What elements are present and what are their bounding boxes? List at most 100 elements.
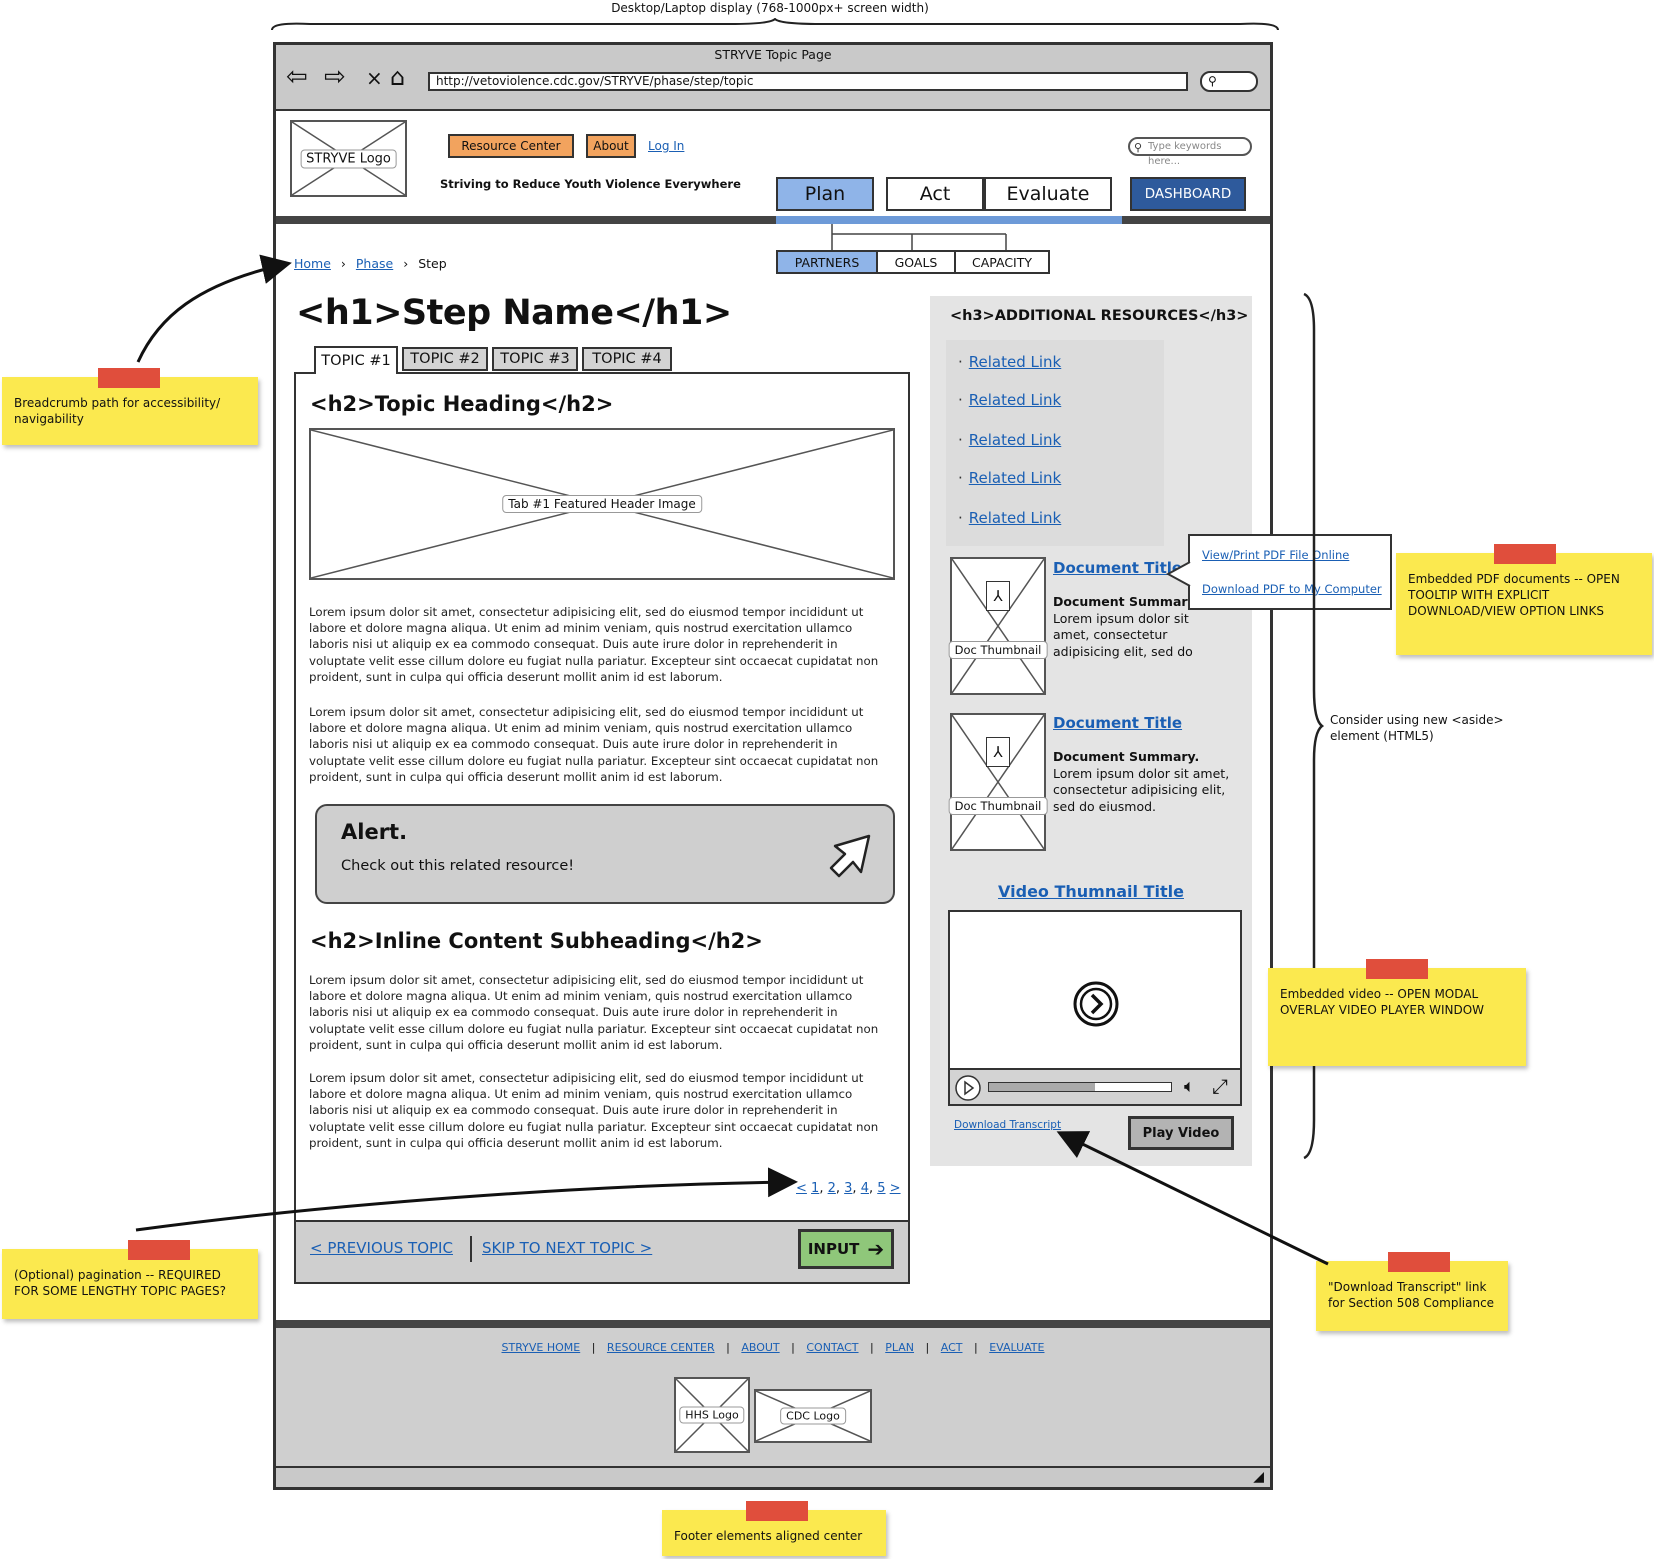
doc-thumbnail-label: Doc Thumbnail bbox=[948, 797, 1048, 816]
nav-dashboard[interactable]: DASHBOARD bbox=[1130, 177, 1246, 211]
pagination-page[interactable]: 1 bbox=[811, 1181, 820, 1196]
download-transcript-link[interactable]: Download Transcript bbox=[954, 1119, 1062, 1131]
stop-icon[interactable]: × bbox=[366, 66, 383, 90]
download-pdf-link[interactable]: Download PDF to My Computer bbox=[1202, 582, 1382, 596]
tab-topic-3[interactable]: TOPIC #3 bbox=[492, 347, 578, 371]
related-link-item[interactable]: ·Related Link bbox=[958, 353, 1062, 371]
document-title-link[interactable]: Document Title bbox=[1053, 559, 1183, 577]
breadcrumb-arrow bbox=[136, 254, 292, 363]
play-icon[interactable] bbox=[954, 1074, 982, 1102]
footer-divider: | bbox=[726, 1341, 730, 1354]
related-link-item[interactable]: ·Related Link bbox=[958, 431, 1062, 449]
footer-link-act[interactable]: ACT bbox=[940, 1341, 963, 1354]
arrow-right-icon: ➔ bbox=[867, 1237, 885, 1261]
login-link[interactable]: Log In bbox=[648, 139, 685, 153]
pagination-prev[interactable]: < bbox=[796, 1181, 807, 1196]
breadcrumb: Home › Phase › Step bbox=[294, 256, 447, 271]
featured-header-image-label: Tab #1 Featured Header Image bbox=[502, 495, 702, 513]
related-link[interactable]: Related Link bbox=[968, 431, 1062, 449]
back-arrow-icon[interactable]: ⇦ bbox=[286, 62, 308, 92]
breadcrumb-current: Step bbox=[418, 256, 447, 271]
alert-box[interactable]: Alert. Check out this related resource! bbox=[315, 804, 895, 904]
footer-link-plan[interactable]: PLAN bbox=[885, 1341, 915, 1354]
footer-divider: | bbox=[591, 1341, 596, 1354]
subnav-partners[interactable]: PARTNERS bbox=[776, 250, 878, 274]
nav-act[interactable]: Act bbox=[886, 177, 984, 211]
tape bbox=[128, 1240, 190, 1260]
footer-link-home[interactable]: STRYVE HOME bbox=[501, 1341, 581, 1354]
url-bar[interactable]: http://vetoviolence.cdc.gov/STRYVE/phase… bbox=[428, 72, 1188, 91]
volume-icon[interactable]: 🔈︎ bbox=[1184, 1076, 1195, 1097]
footer-link-contact[interactable]: CONTACT bbox=[806, 1341, 859, 1354]
featured-header-image: Tab #1 Featured Header Image bbox=[309, 428, 895, 580]
breadcrumb-separator-icon: › bbox=[340, 256, 346, 271]
paragraph: Lorem ipsum dolor sit amet, consectetur … bbox=[309, 705, 879, 784]
related-links-box bbox=[946, 340, 1164, 546]
doc-thumbnail[interactable]: ⅄ Doc Thumbnail bbox=[948, 713, 1048, 851]
cursor-arrow-icon bbox=[829, 834, 871, 878]
footer-divider: | bbox=[870, 1341, 874, 1354]
related-link-item[interactable]: ·Related Link bbox=[958, 391, 1062, 409]
footer-link-evaluate[interactable]: EVALUATE bbox=[989, 1341, 1045, 1354]
resource-center-button[interactable]: Resource Center bbox=[448, 134, 574, 158]
tape bbox=[1388, 1252, 1450, 1272]
subnav-capacity[interactable]: CAPACITY bbox=[954, 250, 1050, 274]
resize-grip-icon[interactable]: ◢ bbox=[1253, 1469, 1264, 1485]
related-link-item[interactable]: ·Related Link bbox=[958, 509, 1062, 527]
subnav-connectors bbox=[831, 224, 1007, 250]
footer-link-about[interactable]: ABOUT bbox=[741, 1341, 780, 1354]
about-button[interactable]: About bbox=[586, 134, 636, 158]
transcript-note-text: "Download Transcript" link for Section 5… bbox=[1328, 1280, 1495, 1310]
breadcrumb-home[interactable]: Home bbox=[294, 256, 331, 271]
play-video-button[interactable]: Play Video bbox=[1128, 1116, 1234, 1150]
input-button-label: INPUT bbox=[807, 1240, 860, 1258]
footer-link-resource-center[interactable]: RESOURCE CENTER bbox=[606, 1341, 715, 1354]
video-controls: 🔈︎ ⤢ bbox=[950, 1068, 1240, 1104]
pagination-page[interactable]: 2 bbox=[827, 1181, 836, 1196]
nav-evaluate[interactable]: Evaluate bbox=[984, 177, 1112, 211]
subnav-goals[interactable]: GOALS bbox=[876, 250, 956, 274]
pdf-tooltip: View/Print PDF File Online Download PDF … bbox=[1188, 534, 1392, 610]
document-summary: Document Summary. Lorem ipsum dolor sit … bbox=[1053, 594, 1225, 662]
fullscreen-icon[interactable]: ⤢ bbox=[1212, 1074, 1228, 1098]
input-button[interactable]: INPUT ➔ bbox=[798, 1229, 894, 1269]
related-link[interactable]: Related Link bbox=[968, 353, 1062, 371]
breadcrumb-phase[interactable]: Phase bbox=[355, 256, 394, 271]
site-search-input[interactable]: ⚲ Type keywords here... bbox=[1128, 137, 1252, 167]
pagination: < 1, 2, 3, 4, 5 > bbox=[796, 1181, 901, 1196]
video-player[interactable]: 🔈︎ ⤢ bbox=[948, 910, 1242, 1106]
pagination-page[interactable]: 3 bbox=[844, 1181, 853, 1196]
tab-topic-4[interactable]: TOPIC #4 bbox=[582, 347, 672, 371]
nav-bar bbox=[276, 216, 1270, 224]
transcript-note: "Download Transcript" link for Section 5… bbox=[1316, 1252, 1508, 1331]
document-title-link[interactable]: Document Title bbox=[1053, 714, 1183, 732]
pagination-next[interactable]: > bbox=[889, 1181, 901, 1196]
browser-title: STRYVE Topic Page bbox=[714, 47, 832, 62]
aside-note: Consider using new <aside> element (HTML… bbox=[1330, 713, 1504, 743]
pagination-page[interactable]: 4 bbox=[860, 1181, 869, 1196]
view-pdf-link[interactable]: View/Print PDF File Online bbox=[1202, 548, 1350, 562]
previous-topic-link[interactable]: < PREVIOUS TOPIC bbox=[310, 1239, 453, 1257]
footer-note: Footer elements aligned center bbox=[662, 1501, 886, 1556]
home-icon[interactable]: ⌂ bbox=[390, 63, 406, 91]
video-title-link[interactable]: Video Thumnail Title bbox=[998, 882, 1184, 901]
tab-topic-2[interactable]: TOPIC #2 bbox=[402, 347, 488, 371]
related-link[interactable]: Related Link bbox=[968, 469, 1062, 487]
magnifier-icon: ⚲ bbox=[1208, 74, 1217, 88]
video-progress-track[interactable] bbox=[988, 1082, 1172, 1092]
next-topic-link[interactable]: SKIP TO NEXT TOPIC > bbox=[482, 1239, 653, 1257]
pagination-page[interactable]: 5 bbox=[877, 1181, 886, 1196]
related-link[interactable]: Related Link bbox=[968, 391, 1062, 409]
nav-plan[interactable]: Plan bbox=[776, 177, 874, 211]
browser-search-box[interactable]: ⚲ bbox=[1200, 71, 1258, 92]
footer-divider: | bbox=[791, 1341, 795, 1354]
tab-topic-1[interactable]: TOPIC #1 bbox=[314, 346, 398, 374]
related-link[interactable]: Related Link bbox=[968, 509, 1062, 527]
stryve-logo-label: STRYVE Logo bbox=[300, 149, 397, 168]
doc-thumbnail-label: Doc Thumbnail bbox=[948, 641, 1048, 660]
footer-topbar bbox=[276, 1320, 1270, 1328]
footer-divider: | bbox=[973, 1341, 978, 1354]
related-link-item[interactable]: ·Related Link bbox=[958, 469, 1062, 487]
doc-thumbnail[interactable]: ⅄ Doc Thumbnail bbox=[948, 557, 1048, 695]
forward-arrow-icon[interactable]: ⇨ bbox=[324, 62, 346, 92]
